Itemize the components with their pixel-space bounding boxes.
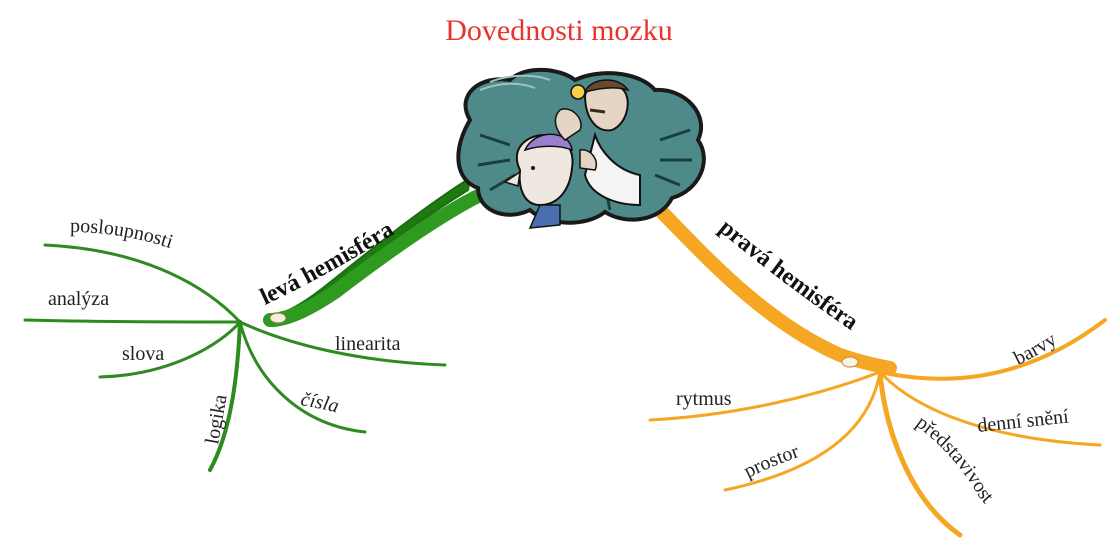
branch-linearita xyxy=(238,320,447,367)
right-main-branch xyxy=(643,193,897,375)
leaf-slova: slova xyxy=(122,343,164,365)
leaf-rytmus: rytmus xyxy=(676,388,732,410)
branch-prostor xyxy=(723,370,882,492)
branch-predstavivost xyxy=(877,369,963,538)
leaf-linearita: linearita xyxy=(335,333,401,355)
leaf-barvy: barvy xyxy=(1010,328,1060,369)
leaf-logika: logika xyxy=(201,393,231,446)
branch-cisla xyxy=(238,320,367,434)
branch-rytmus xyxy=(648,370,882,422)
branch-slova xyxy=(98,320,242,379)
branch-posloupnosti xyxy=(43,243,242,324)
branch-denni-sneni xyxy=(878,370,1102,447)
doctor-examining-head-icon xyxy=(456,67,706,229)
branch-analyza xyxy=(23,318,242,324)
right-hub-node xyxy=(841,356,859,368)
right-branch-label: pravá hemisféra xyxy=(714,215,863,336)
left-main-branch-core xyxy=(263,188,487,327)
page-title: Dovednosti mozku xyxy=(445,14,672,47)
leaf-denni-sneni: denní snění xyxy=(976,405,1070,437)
branch-logika xyxy=(208,320,242,472)
left-sub-branches xyxy=(23,243,447,472)
left-hub-node xyxy=(269,312,287,324)
leaf-analyza: analýza xyxy=(48,288,109,310)
branch-barvy xyxy=(878,318,1107,381)
right-sub-branches xyxy=(648,318,1107,538)
